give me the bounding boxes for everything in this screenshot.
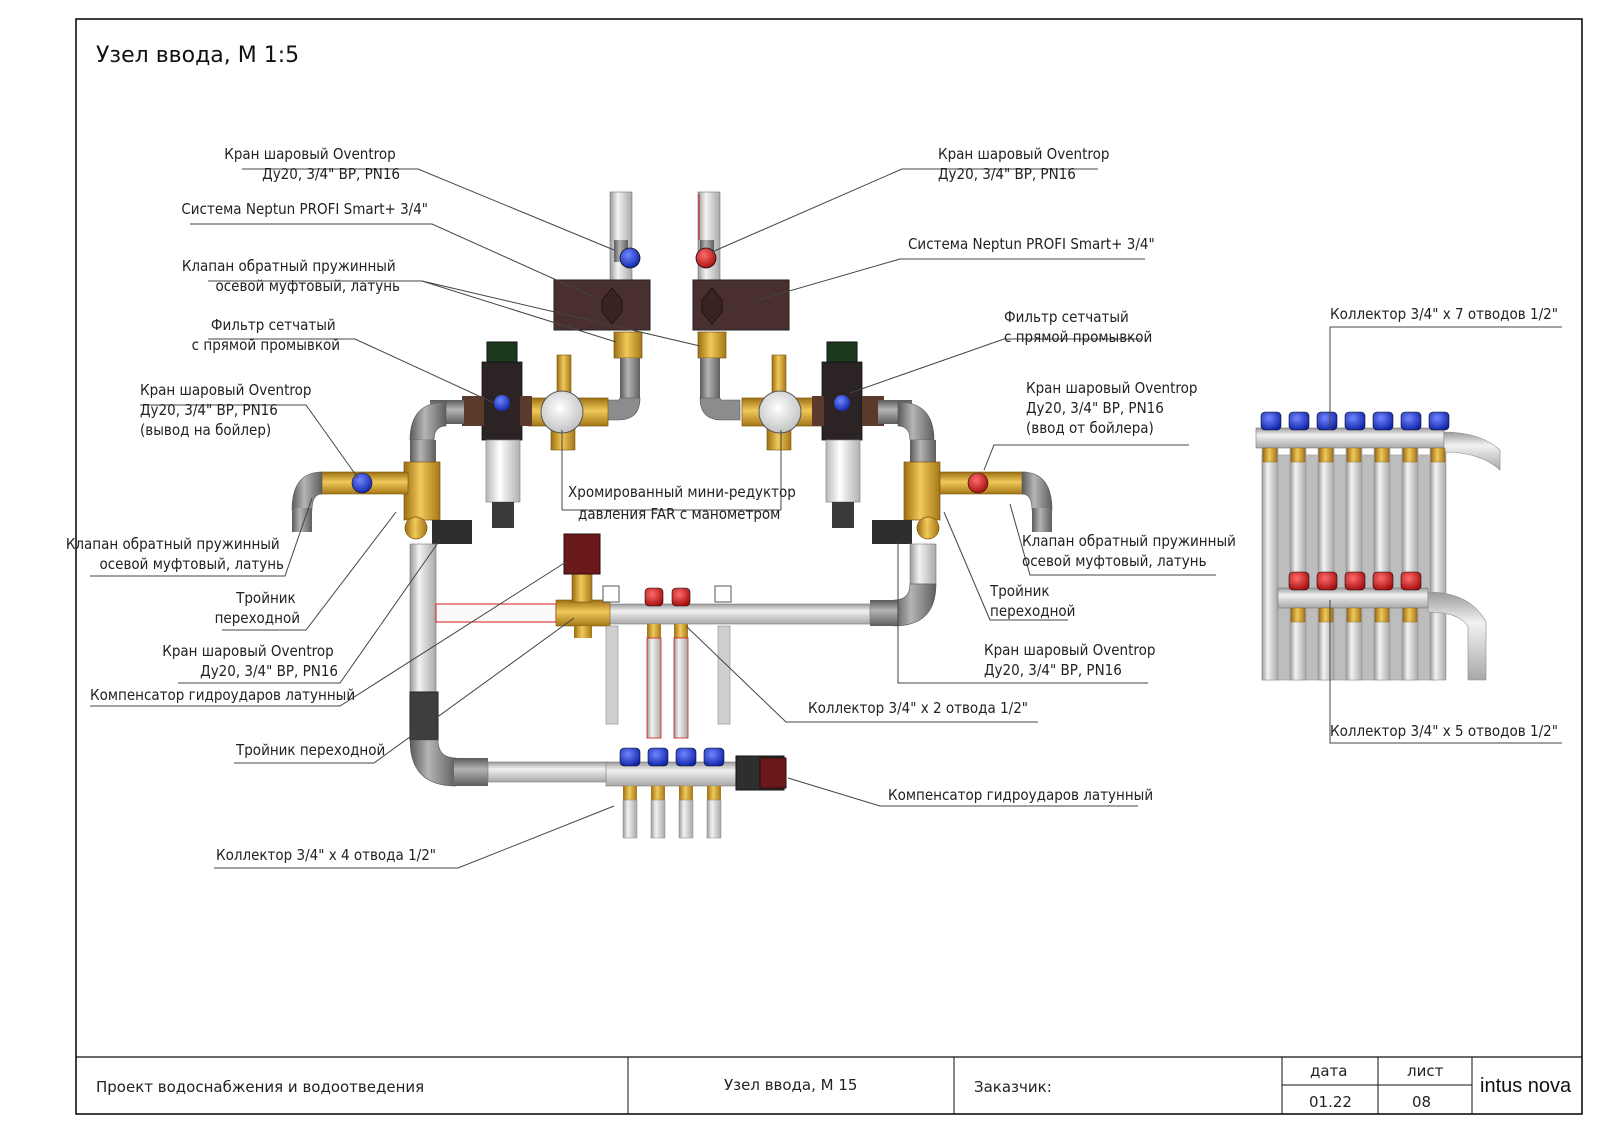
pressure-gauge-left-icon (540, 390, 584, 434)
label-check-valve-left: Клапан обратный пружинный осевой муфтовы… (66, 535, 284, 573)
inlet-pipe-left (609, 191, 633, 283)
valve-handle-blue-icon (619, 247, 641, 269)
label-valve-bottom-right: Кран шаровый Oventrop Ду20, 3/4" ВР, PN1… (984, 641, 1160, 679)
label-neptun-left: Система Neptun PROFI Smart+ 3/4" (181, 200, 428, 218)
label-collector-4: Коллектор 3/4" х 4 отвода 1/2" (216, 846, 436, 864)
collector-7-pipe (1373, 447, 1391, 681)
collector-5-valve-icon (1316, 571, 1338, 591)
tee-left (403, 461, 441, 521)
label-hammer-right: Компенсатор гидроударов латунный (888, 786, 1153, 804)
collector-7-valve-icon (1316, 411, 1338, 431)
piping-assembly (291, 191, 1053, 839)
valve-handle-red-icon (695, 247, 717, 269)
label-tee-right: Тройник переходной (989, 582, 1075, 620)
stamp-customer-label: Заказчик: (974, 1078, 1052, 1096)
label-filter-left: Фильтр сетчатый с прямой промывкой (192, 316, 340, 354)
collector-7-pipe (1289, 447, 1307, 681)
hammer-compensator-middle (563, 533, 601, 575)
collector-7-valve-icon (1372, 411, 1394, 431)
pressure-gauge-right-icon (758, 390, 802, 434)
collector-7-pipe (1261, 447, 1279, 681)
label-check-valve-right: Клапан обратный пружинный осевой муфтовы… (1022, 532, 1240, 570)
collector-7-pipe (1345, 447, 1363, 681)
collector-5-valve-icon (1344, 571, 1366, 591)
boiler-out-valve-handle-icon (351, 472, 373, 494)
check-valve-top-left (613, 331, 643, 359)
callout-labels: Кран шаровый Oventrop Ду20, 3/4" ВР, PN1… (66, 145, 1558, 864)
stamp-sheet-value: 08 (1412, 1093, 1431, 1111)
label-tee-bottom: Тройник переходной (235, 741, 385, 759)
collector-7-valve-icon (1400, 411, 1422, 431)
collector-7-valve-icon (1344, 411, 1366, 431)
stamp-brand-logo: intus nova (1480, 1075, 1572, 1097)
boiler-in-valve-handle-icon (967, 472, 989, 494)
sheet-frame (75, 18, 1583, 1115)
label-valve-boiler-out: Кран шаровый Oventrop Ду20, 3/4" ВР, PN1… (140, 381, 316, 439)
label-valve-top-right: Кран шаровый Oventrop Ду20, 3/4" ВР, PN1… (938, 145, 1114, 183)
right-collectors (1255, 411, 1501, 681)
stamp-project: Проект водоснабжения и водоотведения (96, 1078, 424, 1096)
title-block: Проект водоснабжения и водоотведения Узе… (76, 1056, 1582, 1114)
tee-right (903, 461, 941, 521)
collector-5-valve-icon (1288, 571, 1310, 591)
stamp-sheet-name: Узел ввода, М 15 (724, 1076, 857, 1094)
label-hammer-left: Компенсатор гидроударов латунный (90, 686, 355, 704)
collector-5-valve-icon (1400, 571, 1422, 591)
label-neptun-right: Система Neptun PROFI Smart+ 3/4" (908, 235, 1155, 253)
collector-7-pipe (1317, 447, 1335, 681)
collector-7-pipe (1429, 447, 1447, 681)
collector-7-valve-icon (1288, 411, 1310, 431)
label-tee-left: Тройник переходной (215, 589, 300, 627)
sheet-title: Узел ввода, М 1:5 (96, 43, 299, 68)
label-collector-7: Коллектор 3/4" х 7 отводов 1/2" (1330, 305, 1558, 323)
inlet-pipe-right (697, 191, 721, 283)
label-collector-2: Коллектор 3/4" х 2 отвода 1/2" (808, 699, 1028, 717)
collector-4-outlets (619, 747, 725, 839)
label-valve-bottom-left: Кран шаровый Oventrop Ду20, 3/4" ВР, PN1… (162, 642, 338, 680)
collector-5-valve-icon (1372, 571, 1394, 591)
label-check-valve-top: Клапан обратный пружинный осевой муфтовы… (182, 257, 400, 295)
stamp-date-label: дата (1310, 1062, 1348, 1080)
collector-7-pipe (1401, 447, 1419, 681)
check-valve-top-right (697, 331, 727, 359)
label-collector-5: Коллектор 3/4" х 5 отводов 1/2" (1330, 722, 1558, 740)
label-valve-top-left: Кран шаровый Oventrop Ду20, 3/4" ВР, PN1… (224, 145, 400, 183)
label-valve-boiler-in: Кран шаровый Oventrop Ду20, 3/4" ВР, PN1… (1026, 379, 1202, 437)
collector-7-valve-icon (1260, 411, 1282, 431)
label-reducer: Хромированный мини-редуктор давления FAR… (568, 483, 800, 523)
leader-lines (90, 168, 1562, 869)
collector-7-valve-icon (1428, 411, 1450, 431)
label-filter-right: Фильтр сетчатый с прямой промывкой (1004, 308, 1152, 346)
stamp-date-value: 01.22 (1309, 1093, 1352, 1111)
stamp-sheet-label: лист (1407, 1062, 1444, 1080)
